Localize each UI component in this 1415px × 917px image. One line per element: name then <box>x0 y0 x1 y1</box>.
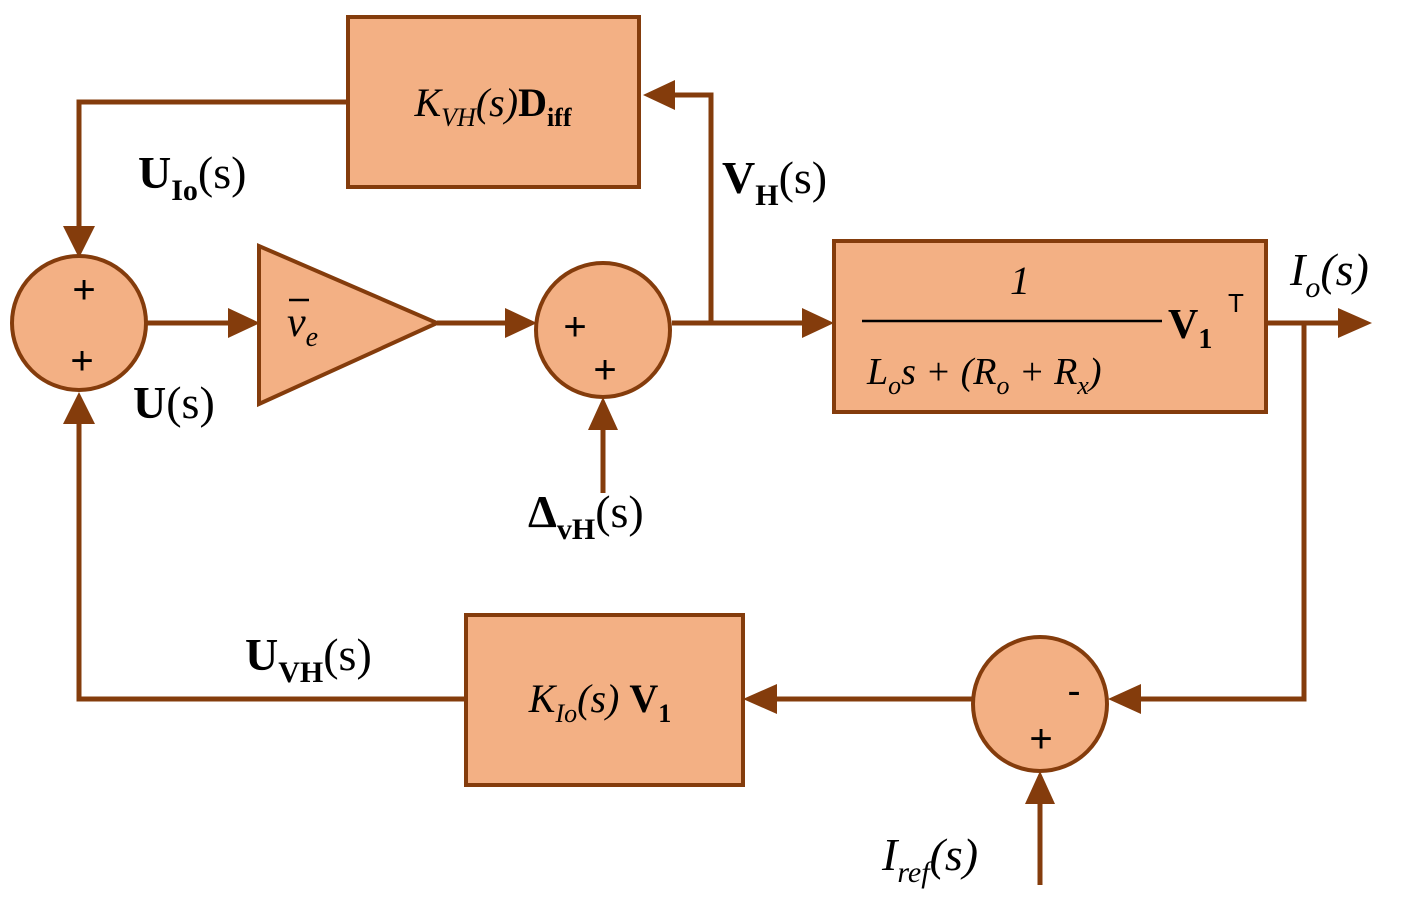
signal-u-label: U(s) <box>133 377 215 428</box>
kvh-block <box>346 15 641 189</box>
error-sum-minus-sign: - <box>1067 669 1080 713</box>
wire-branch-to-kvh <box>670 92 714 323</box>
signal-io-label: Io(s) <box>1289 244 1369 304</box>
arrowhead-kvh-in <box>643 80 675 110</box>
arrowhead-left-sum-bottom <box>63 392 95 424</box>
plant-denominator: Los + (Ro + Rx) <box>866 351 1102 400</box>
left-sum-top-sign: + <box>72 268 95 312</box>
kvh-block-label: KVH(s)Diff <box>413 80 571 132</box>
plant-block <box>832 239 1268 414</box>
error-sum-junction <box>971 635 1109 773</box>
arrowhead-kio-out <box>743 684 777 714</box>
kio-block <box>464 613 745 787</box>
wire-kvh-to-left-sum <box>76 99 348 232</box>
signal-iref-label: Iref(s) <box>881 829 978 889</box>
kio-block-label: KIo(s) V1 <box>528 676 671 728</box>
middle-sum-junction <box>534 261 672 399</box>
wire-output-to-error-sum <box>1138 323 1307 702</box>
middle-sum-left-sign: + <box>563 305 586 349</box>
plant-transpose-sup: T <box>1228 288 1244 318</box>
arrowhead-gain-in <box>228 308 260 338</box>
arrowhead-error-sum-right <box>1108 684 1141 714</box>
left-sum-junction <box>10 254 148 392</box>
left-sum-bottom-sign: + <box>70 339 93 383</box>
arrowhead-left-sum-top <box>63 226 95 258</box>
plant-v1-transpose: V1 <box>1168 302 1212 355</box>
arrowhead-output <box>1338 308 1372 338</box>
middle-sum-bottom-sign: + <box>593 348 616 392</box>
arrowhead-middle-sum-in <box>505 308 537 338</box>
gain-label: ve <box>287 300 318 353</box>
gain-triangle <box>257 242 442 408</box>
arrowhead-plant-in <box>802 308 834 338</box>
signal-uio-label: UIo(s) <box>138 147 246 207</box>
wire-kio-to-left-sum <box>76 422 466 702</box>
signal-delta-label: ΔvH(s) <box>528 486 644 546</box>
arrowhead-middle-sum-bottom <box>588 397 618 430</box>
error-sum-plus-sign: + <box>1029 717 1052 761</box>
signal-uvh-label: UVH(s) <box>245 629 372 689</box>
signal-vh-label: VH(s) <box>722 152 827 212</box>
arrowhead-error-sum-bottom <box>1025 771 1055 804</box>
plant-numerator: 1 <box>1010 258 1030 303</box>
